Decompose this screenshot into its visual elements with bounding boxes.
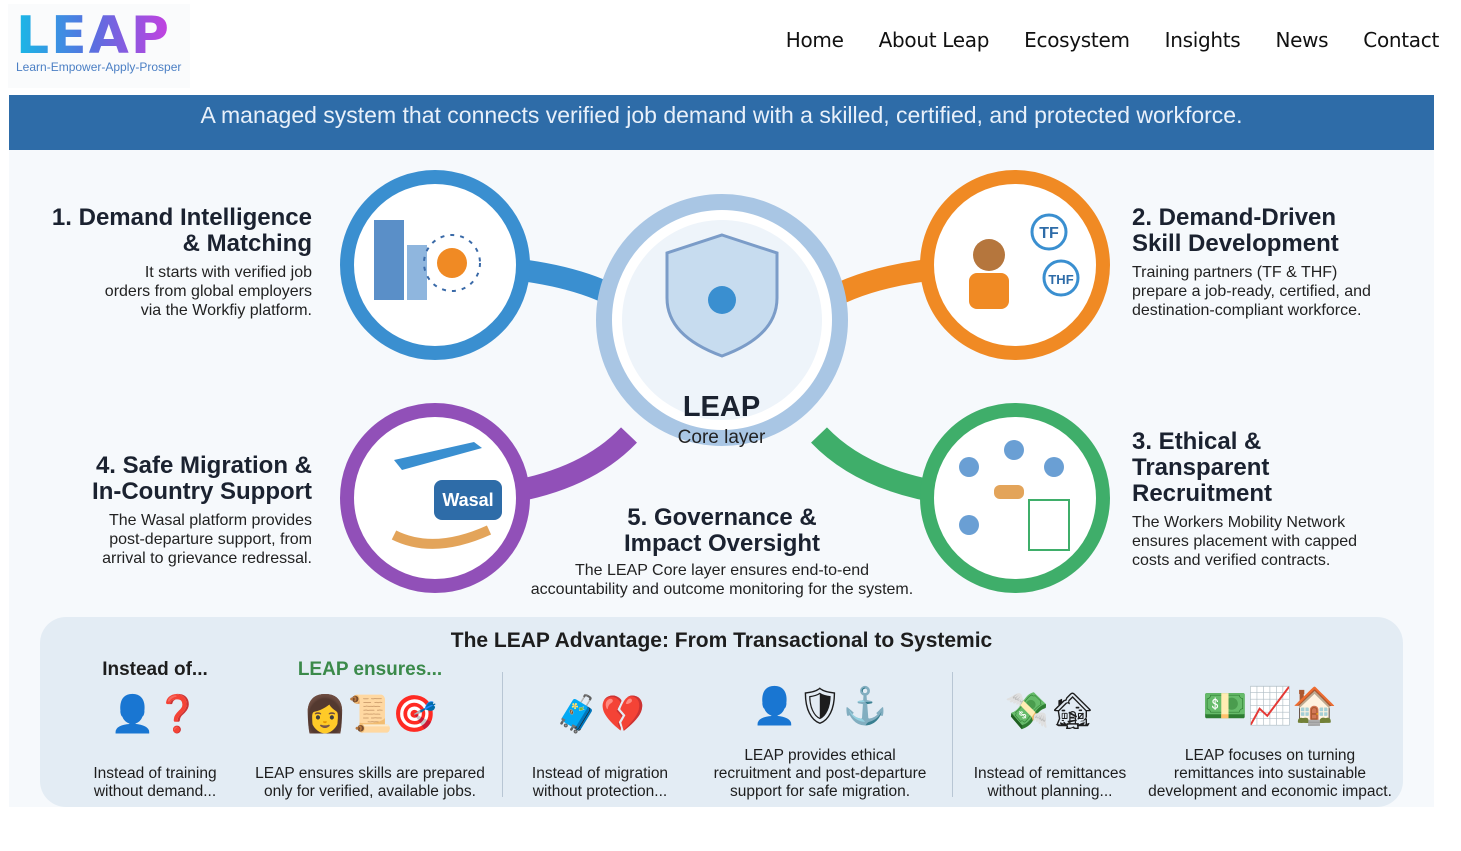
pillar-5-text: The LEAP Core layer ensures end-to-end [574, 562, 870, 579]
pillar-3-text: ensures placement with capped [1132, 533, 1358, 550]
nav-ecosystem[interactable]: Ecosystem [1024, 28, 1130, 52]
pillar-4: 4. Safe Migration & In-Country Support T… [29, 453, 312, 568]
advantage-item: 💵📈🏠 LEAP focuses on turning remittances … [1140, 617, 1400, 807]
infographic-banner: A managed system that connects verified … [9, 95, 1434, 150]
pillar-1-title: & Matching [182, 230, 312, 257]
pillar-3-text: The Workers Mobility Network [1132, 514, 1346, 531]
pillar-1-circle [340, 170, 530, 360]
pillar-1-text: via the Workfiy platform. [140, 302, 312, 319]
core-title: LEAP [682, 391, 761, 423]
pillar-4-text: post-departure support, from [109, 531, 312, 548]
advantage-text-line: LEAP ensures skills are prepared [255, 765, 485, 782]
pillar-5-title: Impact Oversight [623, 530, 821, 557]
nav-insights[interactable]: Insights [1164, 28, 1241, 52]
divider [502, 672, 503, 797]
pillar-3-title: 3. Ethical & [1132, 428, 1262, 455]
money-house-icon: 💸🏚 [1004, 690, 1096, 731]
money-growth-house-icon: 💵📈🏠 [1202, 685, 1338, 726]
advantage-text: LEAP ensures skills are prepared only fo… [245, 765, 495, 801]
wasal-badge: Wasal [442, 490, 493, 510]
pillar-2-text: Training partners (TF & THF) [1132, 264, 1338, 281]
ensures-label: LEAP ensures... [297, 659, 443, 680]
advantage-text-line: without planning... [987, 783, 1113, 800]
divider [952, 672, 953, 797]
pillar-1-text: It starts with verified job [144, 264, 312, 281]
logo[interactable]: LEAP Learn-Empower-Apply-Prosper [8, 4, 190, 88]
pillar-2-title: 2. Demand-Driven [1132, 204, 1337, 231]
pillar-5-text: accountability and outcome monitoring fo… [530, 581, 914, 598]
person-shield-anchor-icon: 👤🛡⚓ [752, 685, 888, 726]
advantage-text-line: remittances into sustainable [1173, 765, 1367, 782]
advantage-text-line: support for safe migration. [729, 783, 911, 800]
advantage-item: 👤🛡⚓ LEAP provides ethical recruitment an… [695, 617, 945, 807]
advantage-text-line: LEAP focuses on turning [1184, 747, 1356, 764]
advantage-title: The LEAP Advantage: From Transactional t… [450, 629, 993, 652]
graduate-icon [969, 213, 1080, 309]
pillar-5: 5. Governance & Impact Oversight The LEA… [472, 505, 972, 599]
advantage-text-line: development and economic impact. [1148, 783, 1392, 800]
advantage-text: Instead of training without demand... [80, 765, 230, 801]
logo-wordmark: LEAP [16, 6, 172, 66]
nav-home[interactable]: Home [785, 28, 844, 52]
nav-about[interactable]: About Leap [878, 28, 990, 52]
pillar-2: 2. Demand-Driven Skill Development Train… [1132, 205, 1422, 320]
pillar-1: 1. Demand Intelligence & Matching It sta… [29, 205, 312, 320]
logo-tagline: Learn-Empower-Apply-Prosper [16, 60, 182, 74]
thf-badge: THF [1048, 272, 1073, 287]
advantage-item: 🧳💔 Instead of migration without protecti… [515, 617, 685, 807]
nav-contact[interactable]: Contact [1363, 28, 1439, 52]
site-header: LEAP Learn-Empower-Apply-Prosper Home Ab… [0, 0, 1461, 95]
core-subtitle: Core layer [677, 427, 766, 448]
ecosystem-infographic: A managed system that connects verified … [9, 95, 1434, 807]
ecosystem-diagram: TF THF Wasal [340, 170, 1110, 593]
pillar-2-text: destination-compliant workforce. [1132, 302, 1362, 319]
tf-badge: TF [1039, 225, 1059, 242]
advantage-item: LEAP ensures... 👩📜🎯 LEAP ensures skills … [245, 617, 495, 807]
pillar-2-title: Skill Development [1132, 230, 1339, 257]
nav-news[interactable]: News [1275, 28, 1329, 52]
advantage-text-line: Instead of remittances [973, 765, 1127, 782]
advantage-text: LEAP focuses on turning remittances into… [1140, 747, 1400, 801]
pillar-4-text: arrival to grievance redressal. [102, 550, 312, 567]
pillar-4-title: 4. Safe Migration & [95, 452, 312, 479]
network-handshake-icon [959, 440, 1070, 551]
main-nav: Home About Leap Ecosystem Insights News … [785, 28, 1440, 52]
advantage-text: Instead of remittances without planning.… [965, 765, 1135, 801]
eye-icon [708, 286, 736, 314]
advantage-text-line: Instead of migration [531, 765, 669, 782]
instead-label: Instead of... [102, 659, 208, 680]
advantage-text-line: without protection... [532, 783, 668, 800]
advantage-text-line: without demand... [93, 783, 217, 800]
pillar-3-text: costs and verified contracts. [1132, 552, 1331, 569]
sad-migrant-broken-heart-icon: 🧳💔 [555, 693, 645, 734]
person-question-icon: 👤❓ [110, 693, 200, 734]
pillar-3: 3. Ethical & Transparent Recruitment The… [1132, 429, 1422, 570]
plane-wasal-icon [391, 442, 502, 549]
pillar-1-text: orders from global employers [104, 283, 312, 300]
pillar-2-text: prepare a job-ready, certified, and [1132, 283, 1371, 300]
advantage-text-line: recruitment and post-departure [713, 765, 927, 782]
advantage-text-line: Instead of training [93, 765, 217, 782]
advantage-text-line: only for verified, available jobs. [264, 783, 476, 800]
advantage-text: Instead of migration without protection.… [515, 765, 685, 801]
pillar-3-title: Recruitment [1132, 480, 1273, 507]
pillar-3-title: Transparent [1132, 454, 1270, 481]
pillar-4-title: In-Country Support [92, 478, 312, 505]
advantage-text: LEAP provides ethical recruitment and po… [695, 747, 945, 801]
advantage-text-line: LEAP provides ethical [744, 747, 896, 764]
advantage-item: Instead of... 👤❓ Instead of training wit… [80, 617, 230, 807]
advantage-item: 💸🏚 Instead of remittances without planni… [965, 617, 1135, 807]
advantage-panel: The LEAP Advantage: From Transactional t… [40, 617, 1403, 807]
pillar-5-title: 5. Governance & [627, 504, 817, 531]
pillar-4-text: The Wasal platform provides [108, 512, 312, 529]
pillar-2-circle [920, 170, 1110, 360]
pillar-1-title: 1. Demand Intelligence [51, 204, 312, 231]
city-network-icon [374, 220, 481, 300]
person-certificate-target-icon: 👩📜🎯 [302, 693, 438, 734]
